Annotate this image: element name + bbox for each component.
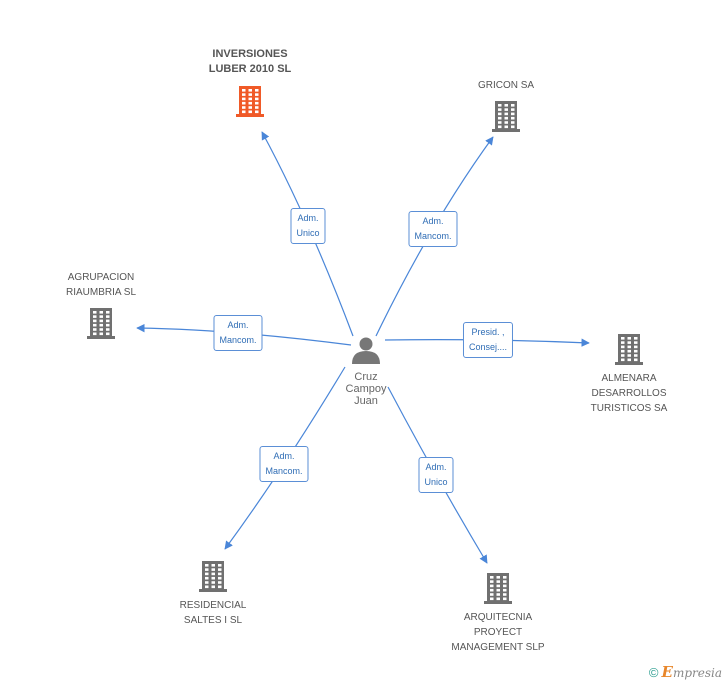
- edge-label-line: Adm.: [273, 451, 295, 461]
- building-icon-almenara[interactable]: [615, 334, 643, 365]
- building-icon-arquitecnia[interactable]: [484, 573, 512, 604]
- company-label-gricon: GRICON SA: [477, 80, 535, 91]
- edge-label-line: Mancom.: [265, 466, 303, 476]
- edge-label-line: Mancom.: [414, 231, 452, 241]
- edge-label-line: Adm.: [227, 320, 249, 330]
- building-icon-agrupacion[interactable]: [87, 308, 115, 339]
- edge-label-arquitecnia[interactable]: Adm. Unico: [418, 457, 454, 493]
- building-icon-gricon[interactable]: [492, 101, 520, 132]
- edge-label-line: Unico: [424, 477, 448, 487]
- edge-label-line: Adm.: [422, 216, 444, 226]
- edge-label-line: Adm.: [297, 213, 319, 223]
- brand-logo: Empresia: [661, 663, 723, 681]
- edge-label-line: Presid. ,: [471, 327, 505, 337]
- edge-label-line: Adm.: [425, 462, 447, 472]
- edge-label-line: Consej....: [468, 342, 508, 352]
- edge-label-agrupacion[interactable]: Adm. Mancom.: [213, 315, 263, 351]
- person-icon[interactable]: [352, 337, 380, 365]
- edge-label-almenara[interactable]: Presid. , Consej....: [462, 322, 514, 358]
- edge-label-gricon[interactable]: Adm. Mancom.: [408, 211, 458, 247]
- copyright-icon: ©: [648, 665, 659, 680]
- edge-label-inversiones[interactable]: Adm. Unico: [290, 208, 326, 244]
- building-icon-residencial[interactable]: [199, 561, 227, 592]
- edge-label-residencial[interactable]: Adm. Mancom.: [259, 446, 309, 482]
- building-icon-inversiones[interactable]: [236, 86, 264, 117]
- brand-footer: ©Empresia: [649, 663, 722, 681]
- edge-label-line: Mancom.: [219, 335, 257, 345]
- edge-label-line: Unico: [296, 228, 320, 238]
